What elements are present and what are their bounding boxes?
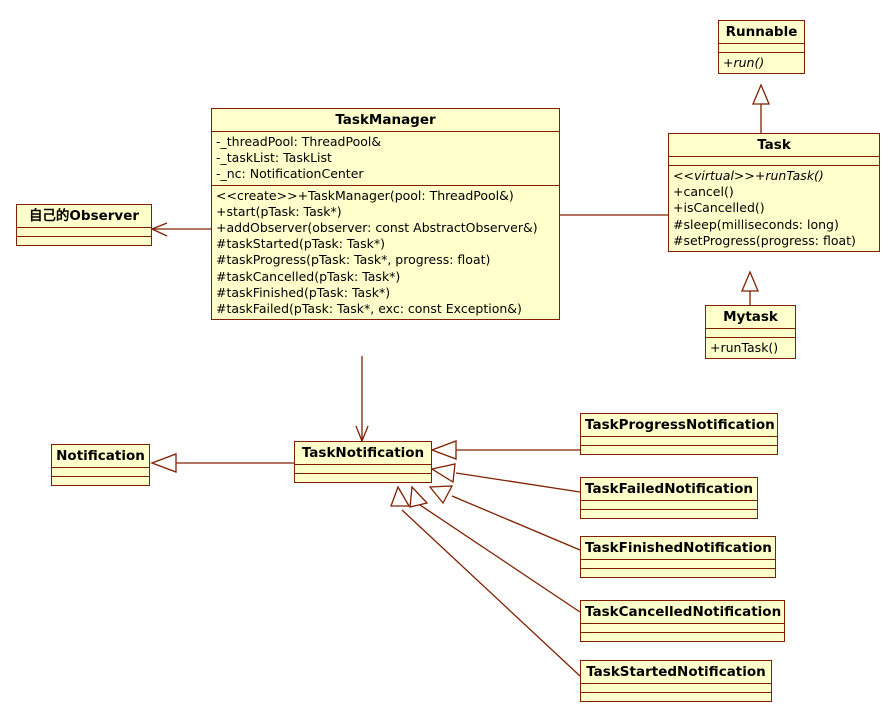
- dependency-arrow-tasknotification: [355, 425, 369, 443]
- class-box-task[interactable]: Task <<virtual>>+runTask() +cancel() +is…: [668, 133, 880, 253]
- class-name-taskstartednotification: TaskStartedNotification: [586, 664, 766, 680]
- edge-finished-to-tasknotification: [451, 495, 581, 551]
- method-iscancelled: +isCancelled(): [673, 200, 765, 216]
- method-run: +run(): [723, 55, 765, 70]
- class-box-taskcancellednotification[interactable]: TaskCancelledNotification: [580, 600, 785, 642]
- methods-compartment-task: <<virtual>>+runTask() +cancel() +isCance…: [669, 165, 879, 251]
- class-name-mytask: Mytask: [723, 309, 778, 325]
- attributes-compartment-task: [669, 156, 879, 165]
- method-taskcancelled: #taskCancelled(pTask: Task*): [216, 268, 401, 284]
- class-box-tasknotification[interactable]: TaskNotification: [294, 441, 432, 483]
- attribute-tasklist: -_taskList: TaskList: [216, 150, 332, 166]
- class-name-taskfailednotification: TaskFailedNotification: [585, 481, 753, 497]
- generalization-arrow-tn-4: [409, 485, 429, 508]
- methods-compartment-taskcancellednotification: [581, 632, 784, 641]
- methods-compartment-taskfailednotification: [581, 509, 757, 518]
- class-name-task: Task: [757, 137, 791, 153]
- attributes-compartment-taskstartednotification: [581, 683, 771, 692]
- edge-cancelled-to-tasknotification: [419, 504, 581, 613]
- attributes-compartment-taskprogressnotification: [581, 436, 777, 445]
- attributes-compartment-runnable: [719, 43, 804, 52]
- class-box-own-observer[interactable]: 自己的Observer: [16, 204, 152, 246]
- class-box-taskprogressnotification[interactable]: TaskProgressNotification: [580, 413, 778, 455]
- methods-compartment-own-observer: [17, 236, 151, 245]
- attribute-threadpool: -_threadPool: ThreadPool&: [216, 134, 382, 149]
- methods-compartment-tasknotification: [295, 473, 431, 482]
- attribute-nc: -_nc: NotificationCenter: [216, 166, 364, 182]
- class-name-notification: Notification: [56, 448, 145, 464]
- methods-compartment-taskmanager: <<create>>+TaskManager(pool: ThreadPool&…: [212, 184, 559, 320]
- attributes-compartment-taskmanager: -_threadPool: ThreadPool& -_taskList: Ta…: [212, 131, 559, 185]
- method-taskstarted: #taskStarted(pTask: Task*): [216, 236, 386, 252]
- attributes-compartment-taskfailednotification: [581, 500, 757, 509]
- class-name-tasknotification: TaskNotification: [301, 445, 425, 461]
- methods-compartment-taskprogressnotification: [581, 445, 777, 454]
- methods-compartment-notification: [52, 476, 149, 485]
- class-name-taskfinishednotification: TaskFinishedNotification: [585, 540, 772, 556]
- class-box-taskmanager[interactable]: TaskManager -_threadPool: ThreadPool& -_…: [211, 108, 560, 321]
- class-name-taskmanager: TaskManager: [335, 112, 436, 128]
- generalization-arrow-runnable: [752, 83, 770, 105]
- class-name-taskprogressnotification: TaskProgressNotification: [585, 417, 775, 433]
- method-setprogress: #setProgress(progress: float): [673, 232, 856, 248]
- class-name-taskcancellednotification: TaskCancelledNotification: [585, 604, 782, 620]
- class-box-notification[interactable]: Notification: [51, 444, 150, 486]
- dependency-arrow-observer: [150, 222, 168, 237]
- class-name-runnable: Runnable: [725, 24, 798, 40]
- method-create-taskmanager: <<create>>+TaskManager(pool: ThreadPool&…: [216, 187, 514, 203]
- attributes-compartment-taskfinishednotification: [581, 559, 775, 568]
- methods-compartment-runnable: +run(): [719, 52, 804, 73]
- method-taskprogress: #taskProgress(pTask: Task*, progress: fl…: [216, 252, 491, 268]
- class-box-taskstartednotification[interactable]: TaskStartedNotification: [580, 660, 772, 702]
- class-box-runnable[interactable]: Runnable +run(): [718, 20, 805, 75]
- generalization-arrow-task: [741, 270, 759, 292]
- method-runtask: <<virtual>>+runTask(): [673, 168, 824, 183]
- method-taskfailed: #taskFailed(pTask: Task*, exc: const Exc…: [216, 301, 522, 317]
- class-name-own-observer: 自己的Observer: [28, 208, 140, 224]
- methods-compartment-mytask: +runTask(): [706, 337, 795, 358]
- generalization-arrow-notification: [150, 453, 177, 473]
- method-start: +start(pTask: Task*): [216, 203, 342, 219]
- attributes-compartment-mytask: [706, 328, 795, 337]
- attributes-compartment-taskcancellednotification: [581, 623, 784, 632]
- edge-started-to-tasknotification: [401, 509, 581, 677]
- method-mytask-runtask: +runTask(): [710, 340, 779, 355]
- generalization-arrow-tn-5: [390, 485, 411, 507]
- generalization-arrow-tn-1: [430, 440, 457, 460]
- class-box-taskfinishednotification[interactable]: TaskFinishedNotification: [580, 536, 776, 578]
- attributes-compartment-notification: [52, 467, 149, 476]
- method-cancel: +cancel(): [673, 184, 734, 200]
- generalization-arrow-tn-2: [430, 463, 456, 484]
- method-taskfinished: #taskFinished(pTask: Task*): [216, 284, 391, 300]
- attributes-compartment-own-observer: [17, 227, 151, 236]
- method-sleep: #sleep(milliseconds: long): [673, 216, 839, 232]
- methods-compartment-taskfinishednotification: [581, 568, 775, 577]
- class-box-taskfailednotification[interactable]: TaskFailedNotification: [580, 477, 758, 519]
- attributes-compartment-tasknotification: [295, 464, 431, 473]
- generalization-arrow-tn-3: [428, 485, 454, 505]
- method-addobserver: +addObserver(observer: const AbstractObs…: [216, 220, 538, 236]
- edge-failed-to-tasknotification: [455, 472, 581, 493]
- methods-compartment-taskstartednotification: [581, 692, 771, 701]
- class-box-mytask[interactable]: Mytask +runTask(): [705, 305, 796, 360]
